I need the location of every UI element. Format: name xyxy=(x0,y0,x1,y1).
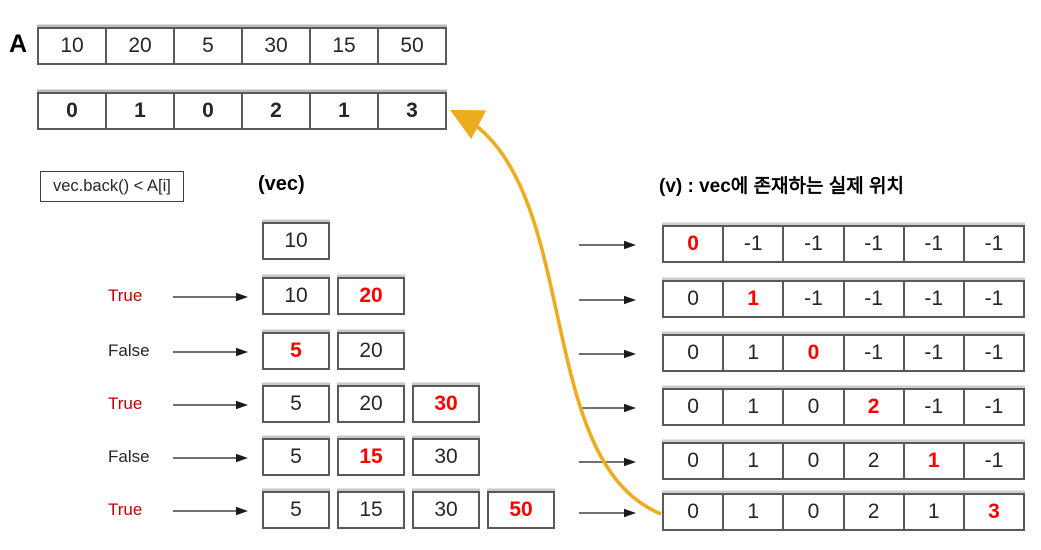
v-cell: 1 xyxy=(722,444,782,478)
vec-cell: 15 xyxy=(337,438,405,476)
v-cell: -1 xyxy=(902,282,963,316)
v-cell: -1 xyxy=(902,390,963,424)
right-arrow-icon xyxy=(172,398,248,416)
v-cell: 0 xyxy=(687,395,699,418)
right-arrow-icon xyxy=(578,455,636,473)
vec-cell: 5 xyxy=(262,385,330,423)
vec-cell: 10 xyxy=(262,222,330,260)
right-arrow-icon xyxy=(172,451,248,469)
condition-result-label: True xyxy=(108,286,143,305)
v-cell: -1 xyxy=(842,336,903,370)
right-arrow-icon xyxy=(578,293,636,311)
v-cell: 1 xyxy=(722,390,782,424)
array-a-label: A xyxy=(9,30,28,58)
v-cell: 3 xyxy=(962,495,1023,529)
vec-cell: 5 xyxy=(262,491,330,529)
condition-result-label: True xyxy=(108,394,143,413)
vec-cell: 10 xyxy=(262,277,330,315)
array-a-cell: 15 xyxy=(309,29,377,63)
v-cell: 1 xyxy=(722,282,782,316)
v-cell: 1 xyxy=(722,495,782,529)
v-cell: -1 xyxy=(902,227,963,261)
result-array-cell: 1 xyxy=(309,94,377,128)
vec-cell: 50 xyxy=(487,491,555,529)
result-array-cell: 1 xyxy=(105,94,173,128)
result-array-cell: 0 xyxy=(66,99,78,122)
v-cell: -1 xyxy=(962,336,1023,370)
condition-text: vec.back() < A[i] xyxy=(53,177,171,195)
condition-result-label: False xyxy=(108,341,150,360)
array-a-cell: 5 xyxy=(173,29,241,63)
v-cell: 0 xyxy=(687,287,699,310)
v-cell: 1 xyxy=(902,444,963,478)
vec-header: (vec) xyxy=(258,173,305,195)
v-header: (v) : vec에 존재하는 실제 위치 xyxy=(659,176,904,197)
v-cell: -1 xyxy=(962,390,1023,424)
right-arrow-icon xyxy=(578,238,636,256)
v-cell: 2 xyxy=(842,444,903,478)
vec-cell: 20 xyxy=(337,385,405,423)
v-cell: -1 xyxy=(842,282,903,316)
right-arrow-icon xyxy=(172,345,248,363)
right-arrow-icon xyxy=(578,506,636,524)
vec-cell: 5 xyxy=(262,332,330,370)
result-array-cell: 0 xyxy=(173,94,241,128)
v-cell: 2 xyxy=(842,495,903,529)
vec-cell: 30 xyxy=(412,491,480,529)
v-cell: -1 xyxy=(962,444,1023,478)
right-arrow-icon xyxy=(172,504,248,522)
v-cell: -1 xyxy=(722,227,782,261)
right-arrow-icon xyxy=(578,347,636,365)
vec-cell: 15 xyxy=(337,491,405,529)
vec-cell: 20 xyxy=(337,332,405,370)
v-array-row: 0-1-1-1-1-1 xyxy=(662,225,1025,263)
vec-cell: 30 xyxy=(412,438,480,476)
v-cell: -1 xyxy=(962,282,1023,316)
v-cell: 0 xyxy=(687,449,699,472)
v-cell: -1 xyxy=(782,282,842,316)
right-arrow-icon xyxy=(172,290,248,308)
vec-cell: 5 xyxy=(262,438,330,476)
v-cell: 0 xyxy=(782,390,842,424)
array-a-cell: 10 xyxy=(60,34,84,57)
right-arrow-icon xyxy=(578,401,636,419)
v-cell: -1 xyxy=(962,227,1023,261)
v-cell: 0 xyxy=(782,444,842,478)
v-cell: -1 xyxy=(842,227,903,261)
result-array-cell: 2 xyxy=(241,94,309,128)
condition-box: vec.back() < A[i] xyxy=(40,171,184,202)
v-cell: 0 xyxy=(687,232,699,255)
result-array-cell: 3 xyxy=(377,94,445,128)
array-a-cell: 30 xyxy=(241,29,309,63)
vec-cell: 30 xyxy=(412,385,480,423)
v-cell: 0 xyxy=(687,341,699,364)
condition-result-label: False xyxy=(108,447,150,466)
array-a-cell: 50 xyxy=(377,29,445,63)
v-cell: 0 xyxy=(782,336,842,370)
v-cell: 2 xyxy=(842,390,903,424)
condition-result-label: True xyxy=(108,500,143,519)
v-cell: -1 xyxy=(902,336,963,370)
v-cell: 0 xyxy=(782,495,842,529)
v-cell: 0 xyxy=(687,500,699,523)
v-cell: 1 xyxy=(902,495,963,529)
v-cell: -1 xyxy=(782,227,842,261)
v-cell: 1 xyxy=(722,336,782,370)
array-a-cell: 20 xyxy=(105,29,173,63)
vec-cell: 20 xyxy=(337,277,405,315)
